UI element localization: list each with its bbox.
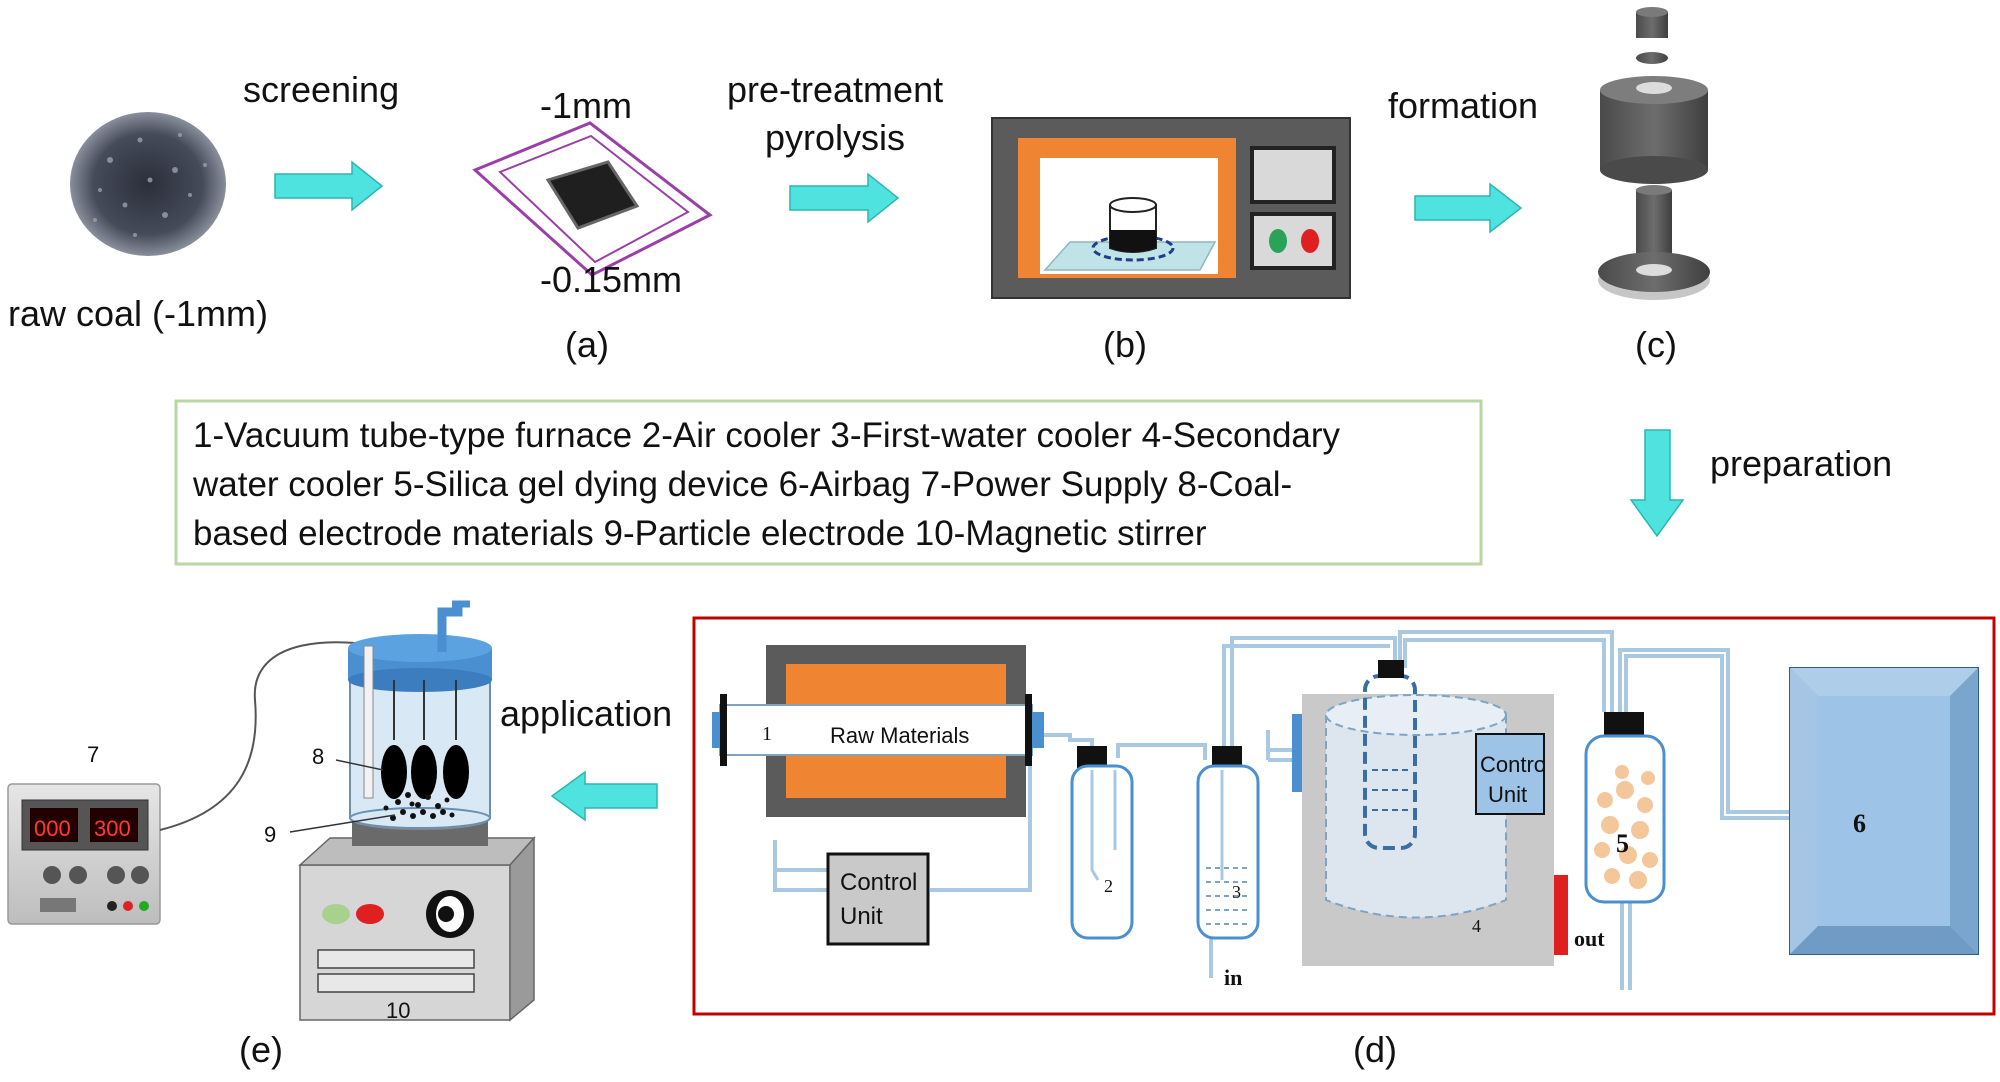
- air-cooler-bottle: [1070, 746, 1134, 940]
- size-top-label: -1mm: [540, 85, 632, 126]
- label-1: 1: [762, 723, 772, 745]
- raw-materials-label: Raw Materials: [830, 723, 969, 748]
- microwave-furnace: [991, 117, 1351, 299]
- control-unit-line2: Unit: [840, 903, 883, 930]
- size-bottom-label: -0.15mm: [540, 259, 682, 300]
- label-10: 10: [386, 998, 410, 1023]
- raw-coal-label: raw coal (-1mm): [8, 293, 268, 334]
- panel-d-label: (d): [1353, 1029, 1397, 1070]
- pressing-mold: [1598, 7, 1710, 300]
- arrow-preparation: [1629, 429, 1685, 538]
- psu-display-right: 300: [94, 816, 131, 841]
- legend-box: [174, 399, 1483, 566]
- silica-gel-dryer: [1584, 712, 1666, 904]
- legend-line-2: water cooler 5-Silica gel dying device 6…: [192, 465, 1292, 504]
- label-4: 4: [1472, 916, 1481, 936]
- label-6: 6: [1853, 809, 1866, 838]
- secondary-water-cooler: [1292, 660, 1568, 966]
- out-label: out: [1574, 926, 1605, 951]
- screening-label: screening: [243, 69, 399, 110]
- pretreatment-label: pre-treatment: [727, 69, 943, 110]
- panel-a-label: (a): [565, 324, 609, 365]
- airbag: [1789, 667, 1979, 955]
- arrow-screening: [274, 160, 384, 212]
- vacuum-tube-furnace: [712, 645, 1044, 817]
- label-3: 3: [1232, 882, 1241, 902]
- label-7: 7: [87, 742, 99, 767]
- control-unit-line1: Control: [840, 869, 917, 896]
- legend-line-3: based electrode materials 9-Particle ele…: [193, 514, 1207, 553]
- label-2: 2: [1104, 876, 1113, 896]
- cooler-control-line1: Contro: [1480, 752, 1546, 777]
- power-wire: [159, 641, 421, 831]
- label-8: 8: [312, 744, 324, 769]
- sieve-icon: [472, 121, 713, 277]
- label-5: 5: [1616, 829, 1629, 858]
- legend-line-1: 1-Vacuum tube-type furnace 2-Air cooler …: [193, 416, 1341, 455]
- arrow-pretreatment: [789, 172, 900, 224]
- arrow-application: [550, 770, 658, 822]
- in-label: in: [1224, 965, 1242, 990]
- panel-c-label: (c): [1635, 324, 1677, 365]
- raw-coal-image: [70, 112, 226, 256]
- gas-piping: [773, 630, 1790, 990]
- electrochemical-reactor: [289, 600, 536, 1022]
- arrow-formation: [1414, 182, 1523, 234]
- pyrolysis-label: pyrolysis: [765, 117, 905, 158]
- formation-label: formation: [1388, 85, 1538, 126]
- panel-e-label: (e): [239, 1029, 283, 1070]
- panel-b-label: (b): [1103, 324, 1147, 365]
- cooler-control-line2: Unit: [1488, 782, 1527, 807]
- psu-display-left: 000: [34, 816, 71, 841]
- furnace-control-unit: [826, 852, 930, 946]
- first-water-cooler-bottle: [1196, 746, 1260, 940]
- preparation-label: preparation: [1710, 443, 1892, 484]
- label-9: 9: [264, 822, 276, 847]
- application-label: application: [500, 693, 672, 734]
- power-supply: 000 300: [7, 783, 161, 925]
